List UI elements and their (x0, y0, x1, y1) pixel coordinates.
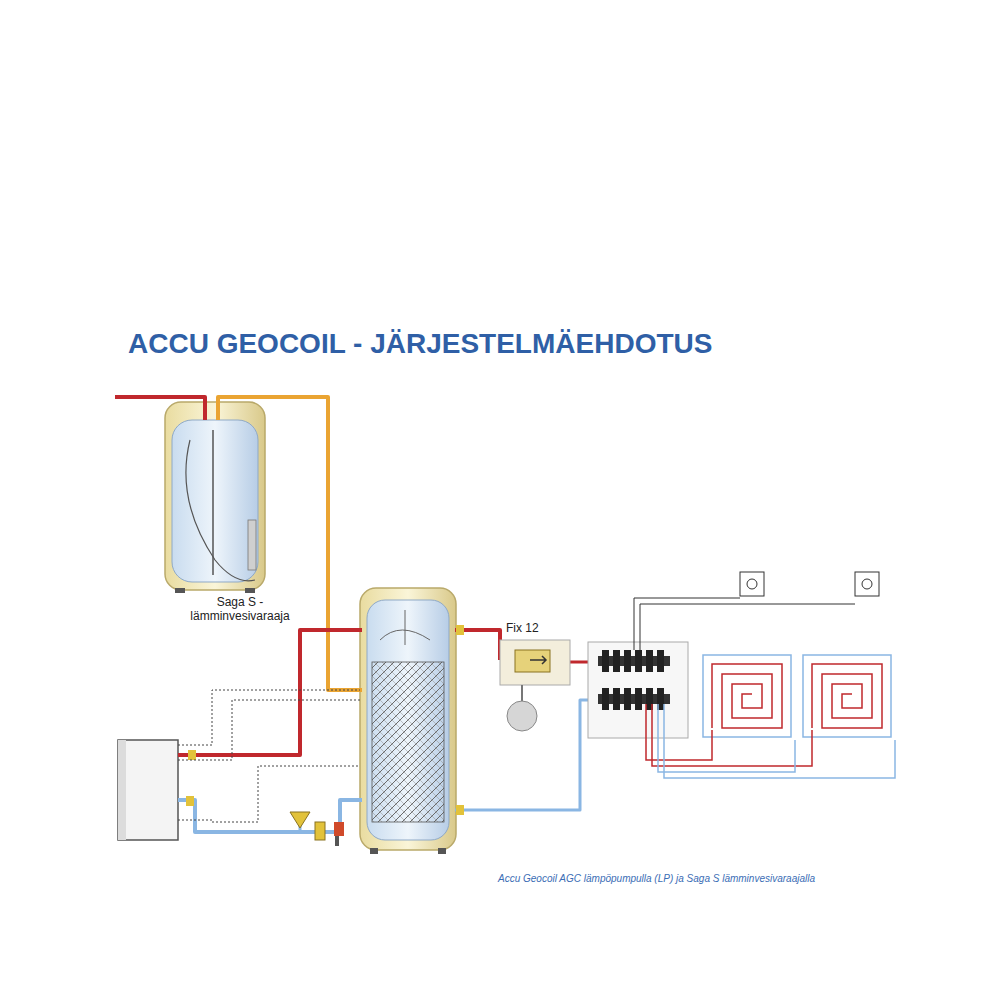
water-heater-node: Saga S -lämminvesivaraaja (178, 595, 302, 624)
valve-stub (635, 688, 642, 710)
valve-stub (602, 650, 609, 672)
fix-unit-node: Fix 12 (506, 621, 576, 635)
thermostats (634, 572, 879, 650)
fix12-unit (500, 640, 570, 731)
valve-stub (613, 650, 620, 672)
valve-stub (613, 688, 620, 710)
unit-label: Fix 12 (506, 621, 576, 635)
diagram-caption: Accu Geocoil AGC lämpöpumpulla (LP) ja S… (498, 873, 815, 884)
valve-stub (602, 688, 609, 710)
diagram-title: ACCU GEOCOIL - JÄRJESTELMÄEHDOTUS (128, 328, 712, 360)
tank-label: Saga S -lämminvesivaraaja (178, 595, 302, 624)
valve-stub (635, 650, 642, 672)
control-wiring (178, 690, 360, 822)
valve-stub (624, 688, 631, 710)
manifold (588, 642, 688, 738)
fittings (186, 625, 464, 846)
floor-loops (646, 655, 895, 778)
accu-tank (360, 588, 456, 854)
saga-tank (165, 402, 265, 593)
valve-stub (657, 650, 664, 672)
heat-pump (118, 740, 178, 840)
valve-stub (646, 650, 653, 672)
manifold-valves (602, 650, 664, 710)
pipes (115, 397, 640, 832)
valve-stub (624, 650, 631, 672)
